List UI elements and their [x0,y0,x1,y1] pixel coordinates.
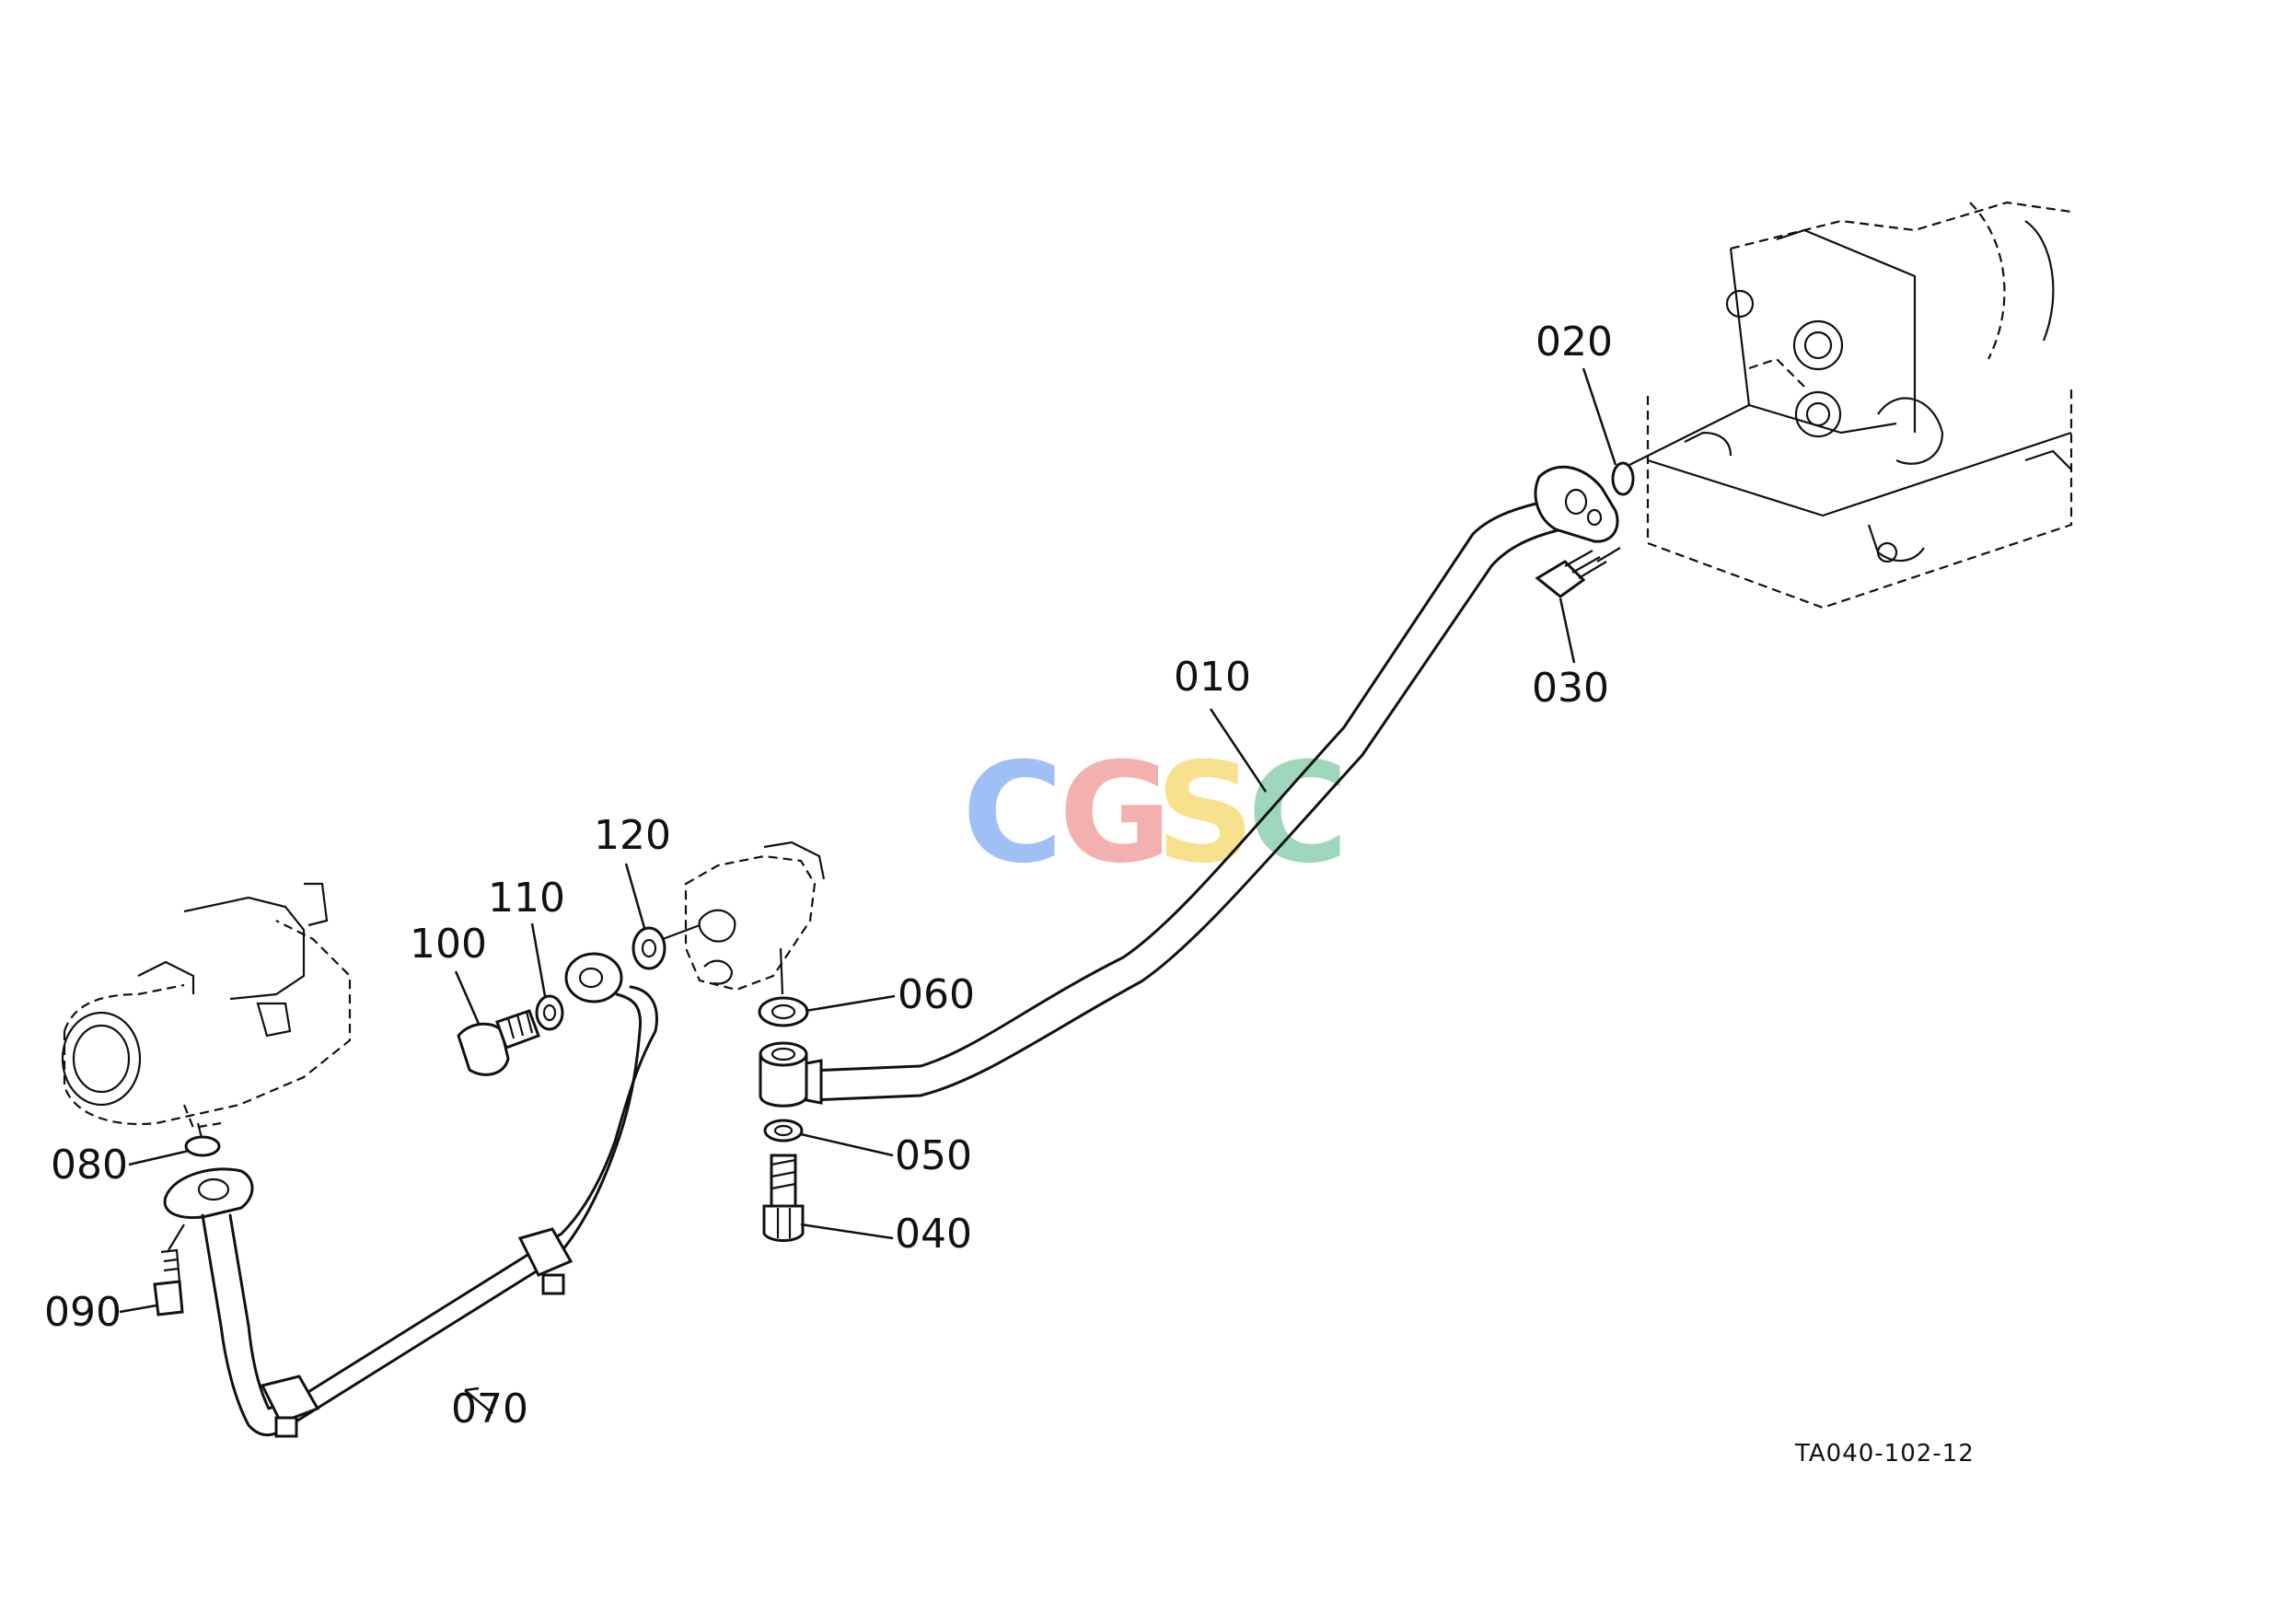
callout-080: 080 [51,1142,128,1189]
leader-060 [805,994,896,1013]
washer-060 [758,996,809,1027]
callout-090: 090 [44,1289,122,1336]
reference-code: TA040-102-12 [1794,1440,1975,1467]
callout-060: 060 [898,971,975,1018]
leader-080 [128,1149,190,1166]
clamp-nut-lower [274,1416,298,1438]
washer-050 [763,1119,804,1143]
callout-020: 020 [1536,319,1613,365]
clamp-lower [260,1375,320,1424]
leader-090 [119,1304,157,1314]
leader-050 [800,1132,894,1157]
banjo-bolt-040 [762,1154,805,1242]
callout-070: 070 [451,1386,528,1433]
banjo-fitting-010 [759,1041,823,1108]
leader-100 [454,970,481,1025]
leader-lines [119,367,1617,1414]
leader-030 [1559,597,1576,664]
leader-120 [624,863,646,929]
control-valve [684,841,826,995]
watermark-letter-c2: C [1247,734,1349,894]
washer-120 [632,926,666,970]
pipe-070 [163,952,658,1438]
o-ring-020 [1611,461,1635,496]
pipe-010 [808,495,1576,1102]
banjo-eye-070 [564,952,623,1003]
banjo-bolt-100 [457,1009,540,1076]
callout-050: 050 [895,1132,972,1179]
hydraulic-housing [1619,201,2073,609]
callout-040: 040 [895,1211,972,1258]
washer-110 [535,994,564,1031]
bolt-030 [1535,547,1621,598]
clamp-nut-upper [541,1273,565,1295]
leader-040 [800,1223,894,1240]
leader-020 [1582,367,1617,466]
flange-upper [1534,465,1619,543]
leader-110 [530,922,547,997]
watermark-letter-g: G [1059,734,1172,894]
o-ring-080 [184,1135,221,1157]
watermark-letter-s: S [1155,734,1255,894]
clamp-upper [517,1227,574,1277]
leader-070b [464,1389,493,1414]
bolt-090 [153,1224,185,1317]
callout-030: 030 [1532,665,1609,712]
callout-120: 120 [594,812,671,859]
leader-010 [1209,708,1268,793]
watermark: C G S C [962,734,1349,894]
hydraulic-pump [61,882,352,1143]
callout-110: 110 [488,875,565,922]
callout-010: 010 [1174,654,1251,701]
leader-070 [464,1386,480,1392]
callout-labels: 010 020 030 040 050 060 070 080 090 100 … [44,319,1613,1433]
callout-100: 100 [410,921,487,968]
watermark-letter-c1: C [962,734,1063,894]
